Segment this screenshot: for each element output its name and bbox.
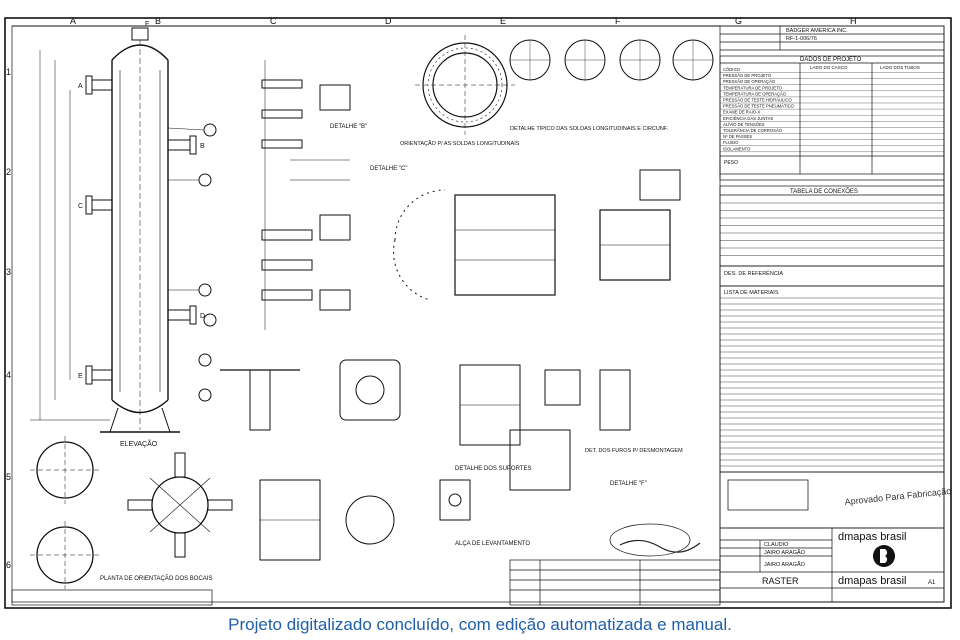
design-data-title: DADOS DE PROJETO — [800, 57, 862, 63]
col-label-a: A — [70, 16, 76, 26]
connections-title: TABELA DE CONEXÕES — [790, 188, 858, 195]
lifting-lug-label: ALÇA DE LEVANTAMENTO — [455, 541, 530, 547]
approved-by: JAIRO ARAGÃO — [764, 561, 806, 568]
support-detail-views — [220, 359, 631, 561]
caption-text: Projeto digitalizado concluído, com ediç… — [228, 615, 732, 634]
shell-side-header: LADO DO CASCO — [810, 65, 848, 70]
col-label-g: G — [735, 16, 742, 26]
col-label-d: D — [385, 16, 392, 26]
design-row-label: TEMPERATURA DE OPERAÇÃO — [723, 91, 787, 96]
design-row-label: Nº DE PASSES — [723, 134, 752, 139]
row-label-5: 5 — [6, 472, 11, 482]
flange-ring-view — [415, 35, 515, 135]
design-row-label: FLUIDO — [723, 140, 739, 145]
design-row-label: TOLERÂNCIA DE CORROSÃO — [723, 128, 783, 133]
row-label-1: 1 — [6, 67, 11, 77]
references-title: DES. DE REFERÊNCIA — [724, 269, 783, 277]
row-label-2: 2 — [6, 167, 11, 177]
row-labels: 1 2 3 4 5 6 — [6, 67, 11, 570]
nozzle-label-d: D — [200, 313, 205, 320]
nozzle-letters: A B C D E F — [78, 21, 205, 380]
weld-orientation-label: ORIENTAÇÃO P/ AS SOLDAS LONGITUDINAIS — [400, 140, 520, 147]
col-label-c: C — [270, 16, 277, 26]
design-row-label: PRESSÃO DE TESTE HIDRÁULICO — [723, 98, 793, 103]
client-name: BADGER AMERICA INC. — [786, 28, 848, 34]
company-name-bottom: dmapas brasil — [838, 575, 906, 587]
design-row-label: CÓDIGO — [723, 67, 741, 72]
drawn-by: CLAUDIO — [764, 542, 789, 548]
company-name-top: dmapas brasil — [838, 531, 906, 543]
bolt-detail-label: DET. DOS FUROS P/ DESMONTAGEM — [585, 448, 683, 454]
materials-list-rows — [720, 297, 944, 467]
col-label-h: H — [850, 16, 857, 26]
row-label-4: 4 — [6, 370, 11, 380]
design-row-label: ALÍVIO DE TENSÕES — [723, 122, 765, 127]
detail-b-label: DETALHE "B" — [330, 124, 367, 130]
row-label-3: 3 — [6, 267, 11, 277]
design-row-label: PRESSÃO DE TESTE PNEUMÁTICO — [723, 104, 795, 109]
connections-table-rows — [720, 202, 944, 256]
materials-title: LISTA DE MATERIAIS — [724, 290, 779, 296]
sheet-border — [4, 17, 952, 609]
row-label-6: 6 — [6, 560, 11, 570]
design-row-label: PRESSÃO DE PROJETO — [723, 73, 772, 78]
orientation-plan — [30, 436, 233, 589]
design-row-label: EXAME DE RAIO-X — [723, 110, 760, 115]
title-block — [719, 25, 945, 603]
col-label-e: E — [500, 16, 506, 26]
checked-by: JAIRO ARAGÃO — [764, 549, 806, 556]
supports-label: DETALHE DOS SUPORTES — [455, 466, 531, 472]
nozzle-label-e: E — [78, 373, 83, 380]
elevation-label: ELEVAÇÃO — [120, 439, 158, 448]
drawing-number: RF-1-006/76 — [786, 36, 817, 42]
design-row-label: ISOLAMENTO — [723, 146, 751, 151]
weld-detail-label: DETALHE TÍPICO DAS SOLDAS LONGITUDINAIS … — [510, 125, 669, 132]
engineering-drawing-sheet: A B C D E F G H 1 2 3 4 5 6 — [4, 16, 952, 609]
company-logo-icon — [873, 545, 895, 567]
design-row-label: PRESSÃO DE OPERAÇÃO — [723, 79, 776, 84]
sheet-size: A1 — [928, 580, 936, 586]
orientation-plan-label: PLANTA DE ORIENTAÇÃO DOS BOCAIS — [100, 575, 212, 582]
nozzle-label-c: C — [78, 203, 83, 210]
format-label: RASTER — [762, 576, 799, 586]
design-row-label: TEMPERATURA DE PROJETO — [723, 85, 783, 90]
revision-table — [11, 559, 721, 606]
stamp-marks — [609, 479, 809, 557]
body-section-view — [393, 169, 681, 301]
nozzle-label-b: B — [200, 143, 205, 150]
weights-label: PESO — [724, 160, 738, 166]
elevation-view — [30, 27, 217, 433]
col-label-b: B — [155, 16, 161, 26]
detail-f-label: DETALHE "F" — [610, 481, 647, 487]
column-labels: A B C D E F G H — [12, 16, 857, 27]
nozzle-label-a: A — [78, 83, 83, 90]
nozzle-detail-views — [261, 60, 351, 330]
col-label-f: F — [615, 16, 621, 26]
tube-side-header: LADO DOS TUBOS — [880, 65, 920, 70]
nozzle-label-f: F — [145, 21, 149, 28]
nozzle-orientation-circles — [509, 39, 714, 81]
detail-c-label: DETALHE "C" — [370, 166, 408, 172]
design-row-label: EFICIÊNCIA DAS JUNTAS — [723, 116, 773, 121]
